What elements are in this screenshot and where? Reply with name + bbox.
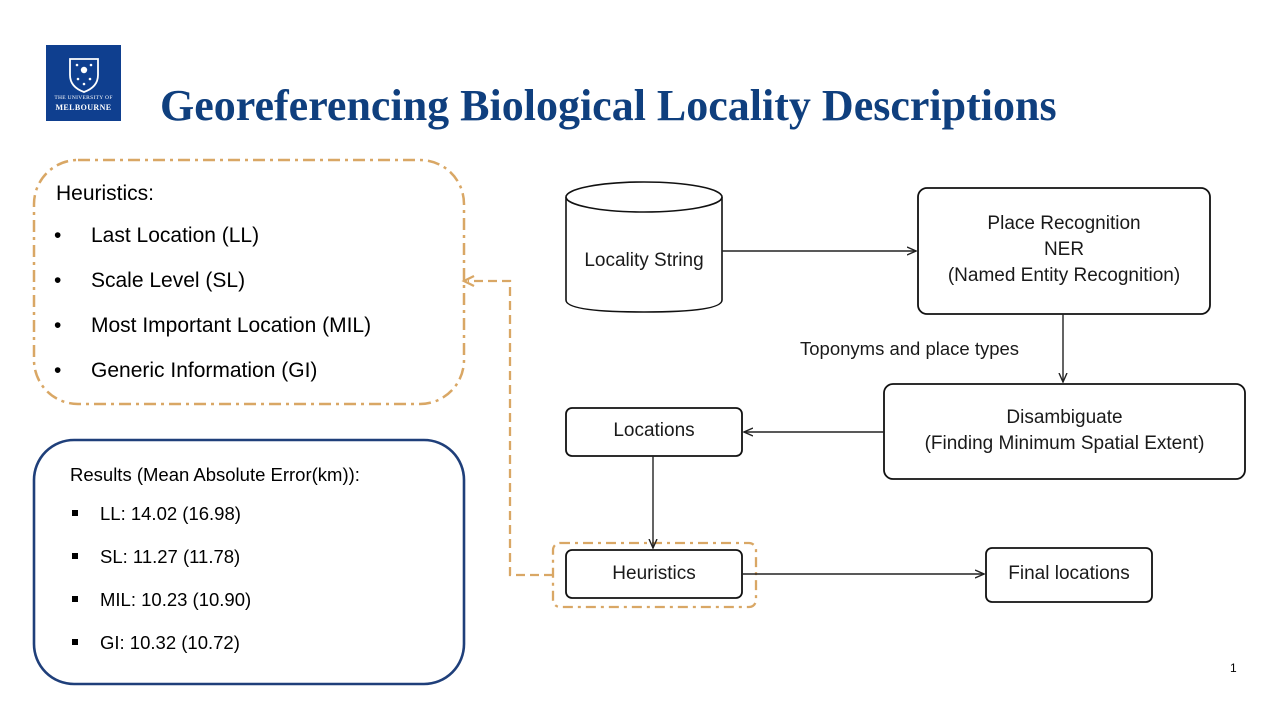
- heuristics-list: • Last Location (LL) • Scale Level (SL) • M…: [54, 224, 371, 404]
- results-panel-border: [32, 438, 466, 686]
- list-item: MIL: 10.23 (10.90): [72, 589, 251, 632]
- heuristics-node-label: Heuristics: [612, 563, 696, 584]
- bullet-icon: •: [54, 224, 62, 247]
- final-locations-label: Final locations: [1008, 563, 1130, 584]
- bullet-icon: •: [54, 314, 62, 337]
- list-item: • Generic Information (GI): [54, 359, 371, 404]
- list-item: LL: 14.02 (16.98): [72, 503, 251, 546]
- locations-box: [565, 407, 743, 457]
- logo-text-line2: MELBOURNE: [55, 103, 112, 112]
- square-bullet-icon: [72, 596, 78, 602]
- list-item: • Last Location (LL): [54, 224, 371, 269]
- place-recognition-line2: NER: [1043, 239, 1085, 260]
- heuristic-label: Most Important Location (MIL): [91, 314, 372, 337]
- heuristics-heading: Heuristics:: [56, 182, 155, 205]
- result-value: SL: 11.27 (11.78): [100, 546, 241, 567]
- disambiguate-line2: (Finding Minimum Spatial Extent): [924, 433, 1205, 454]
- heuristic-label: Last Location (LL): [91, 224, 260, 247]
- disambiguate-line1: Disambiguate: [1006, 407, 1123, 428]
- university-logo: THE UNIVERSITY OF MELBOURNE: [46, 45, 121, 121]
- place-recognition-label: Place Recognition NER (Named Entity Reco…: [918, 211, 1210, 289]
- heuristic-label: Generic Information (GI): [91, 359, 318, 382]
- result-value: MIL: 10.23 (10.90): [100, 589, 252, 610]
- locality-string-cylinder: [565, 181, 723, 313]
- results-list: LL: 14.02 (16.98) SL: 11.27 (11.78) MIL:…: [72, 503, 251, 675]
- bullet-icon: •: [54, 269, 62, 292]
- final-locations-box: [985, 547, 1153, 603]
- list-item: • Scale Level (SL): [54, 269, 371, 314]
- connector-heuristics-to-panel: [468, 279, 553, 577]
- results-panel: Results (Mean Absolute Error(km)): LL: 1…: [34, 440, 464, 684]
- list-item: GI: 10.32 (10.72): [72, 632, 251, 675]
- heuristics-panel-border: [32, 158, 466, 406]
- place-recognition-line3: (Named Entity Recognition): [947, 265, 1181, 286]
- result-value: GI: 10.32 (10.72): [100, 632, 240, 653]
- square-bullet-icon: [72, 553, 78, 559]
- page-number: 1: [1230, 661, 1237, 675]
- slide-title: Georeferencing Biological Locality Descr…: [160, 81, 1057, 130]
- heuristics-panel: Heuristics: • Last Location (LL) • Scale L…: [34, 160, 464, 404]
- locality-string-label: Locality String: [584, 250, 704, 271]
- connector-arrowhead: [461, 274, 475, 288]
- locations-label: Locations: [613, 420, 695, 441]
- disambiguate-label: Disambiguate (Finding Minimum Spatial Ex…: [884, 405, 1245, 457]
- place-recognition-line1: Place Recognition: [987, 213, 1141, 234]
- list-item: • Most Important Location (MIL): [54, 314, 371, 359]
- result-value: LL: 14.02 (16.98): [100, 503, 241, 524]
- crest-icon: [69, 58, 99, 93]
- square-bullet-icon: [72, 639, 78, 645]
- logo-text-line1: THE UNIVERSITY OF: [54, 95, 113, 101]
- square-bullet-icon: [72, 510, 78, 516]
- heuristic-label: Scale Level (SL): [91, 269, 246, 292]
- list-item: SL: 11.27 (11.78): [72, 546, 251, 589]
- results-heading: Results (Mean Absolute Error(km)):: [70, 464, 360, 485]
- toponyms-edge-label: Toponyms and place types: [800, 338, 1020, 359]
- place-recognition-box: [917, 187, 1211, 315]
- bullet-icon: •: [54, 359, 62, 382]
